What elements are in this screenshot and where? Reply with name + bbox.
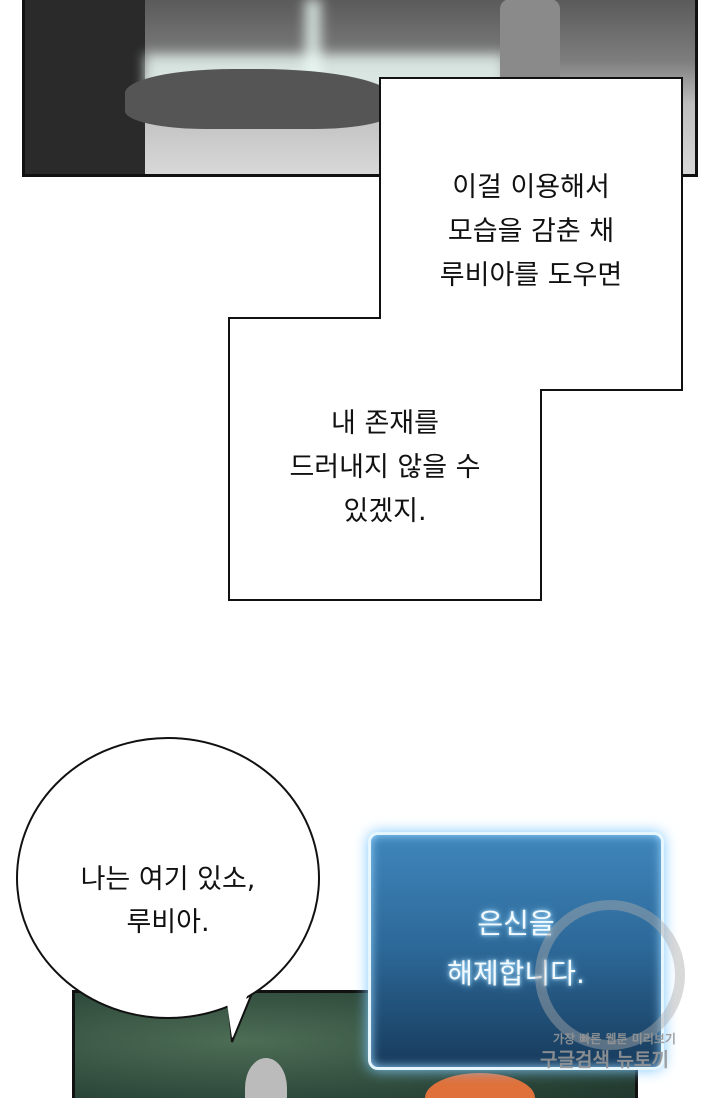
speech-line: 나는 여기 있소, [80, 864, 256, 895]
caption-line: 모습을 감춘 채 [447, 216, 615, 247]
caption-line: 이걸 이용해서 [452, 172, 610, 203]
speech-line: 루비아. [126, 907, 210, 938]
speech-bubble-text: 나는 여기 있소, 루비아. [18, 858, 318, 944]
caption-line: 내 존재를 [331, 408, 439, 439]
watermark-line2: 구글검색 뉴토끼 [540, 1049, 669, 1071]
system-window-line: 은신을 [477, 907, 555, 940]
caption-box-1: 이걸 이용해서 모습을 감춘 채 루비아를 도우면 [380, 166, 682, 298]
caption-line: 드러내지 않을 수 [289, 452, 481, 483]
watermark-logo [535, 900, 685, 1050]
caption-line: 루비아를 도우면 [439, 260, 623, 291]
caption-line: 있겠지. [343, 496, 427, 527]
caption-box-2: 내 존재를 드러내지 않을 수 있겠지. [229, 402, 541, 534]
watermark-line1: 가장 빠른 웹툰 미리보기 [553, 1032, 676, 1046]
speech-bubble [16, 737, 320, 1043]
caption-box-outline [228, 77, 683, 601]
